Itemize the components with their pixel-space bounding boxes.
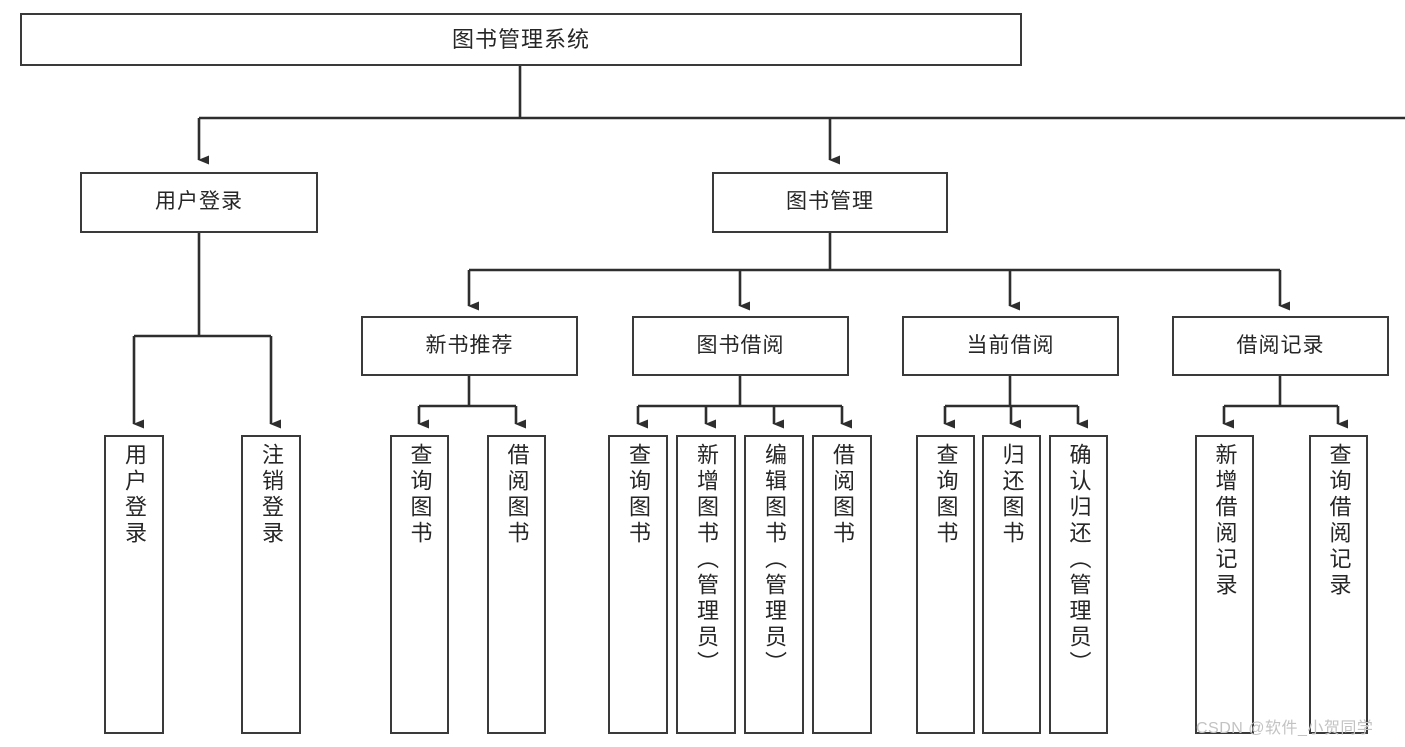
node-leaf-query-book-1[interactable]: 查询图书 <box>390 435 449 734</box>
node-leaf-return-book[interactable]: 归还图书 <box>982 435 1041 734</box>
node-leaf-query-record[interactable]: 查询借阅记录 <box>1309 435 1368 734</box>
node-new-book-rec[interactable]: 新书推荐 <box>361 316 578 376</box>
node-leaf-query-book-3[interactable]: 查询图书 <box>916 435 975 734</box>
node-book-borrow[interactable]: 图书借阅 <box>632 316 849 376</box>
node-book-borrow-label: 图书借阅 <box>696 333 785 357</box>
node-root-label: 图书管理系统 <box>451 26 590 52</box>
node-leaf-user-login[interactable]: 用户登录 <box>104 435 164 734</box>
node-leaf-query-book-1-label: 查询图书 <box>407 443 433 547</box>
node-leaf-logout-label: 注销登录 <box>259 443 284 547</box>
node-leaf-logout[interactable]: 注销登录 <box>241 435 301 734</box>
node-leaf-borrow-book-1[interactable]: 借阅图书 <box>487 435 546 734</box>
node-leaf-confirm-return-label: 确认归还（管理员） <box>1066 443 1092 677</box>
node-borrow-record-label: 借阅记录 <box>1236 333 1325 357</box>
node-leaf-borrow-book-2-label: 借阅图书 <box>830 443 855 547</box>
node-leaf-query-book-2[interactable]: 查询图书 <box>608 435 668 734</box>
node-leaf-edit-book-label: 编辑图书（管理员） <box>762 443 787 677</box>
node-leaf-borrow-book-1-label: 借阅图书 <box>504 443 530 547</box>
node-leaf-add-book[interactable]: 新增图书（管理员） <box>676 435 736 734</box>
node-leaf-edit-book[interactable]: 编辑图书（管理员） <box>744 435 804 734</box>
node-book-mgmt-label: 图书管理 <box>786 190 874 214</box>
node-leaf-borrow-book-2[interactable]: 借阅图书 <box>812 435 872 734</box>
node-leaf-add-record-label: 新增借阅记录 <box>1212 443 1238 599</box>
node-leaf-query-book-2-label: 查询图书 <box>626 443 651 547</box>
node-borrow-record[interactable]: 借阅记录 <box>1172 316 1389 376</box>
node-new-book-rec-label: 新书推荐 <box>425 333 514 357</box>
watermark: CSDN @软件_小贺同学 <box>1196 720 1374 737</box>
node-user-login[interactable]: 用户登录 <box>80 172 318 233</box>
node-current-borrow-label: 当前借阅 <box>966 333 1055 357</box>
node-current-borrow[interactable]: 当前借阅 <box>902 316 1119 376</box>
node-user-login-label: 用户登录 <box>155 190 243 214</box>
node-leaf-return-book-label: 归还图书 <box>999 443 1025 547</box>
node-leaf-query-book-3-label: 查询图书 <box>933 443 959 547</box>
node-book-mgmt[interactable]: 图书管理 <box>712 172 948 233</box>
node-leaf-add-book-label: 新增图书（管理员） <box>694 443 719 677</box>
node-root[interactable]: 图书管理系统 <box>20 13 1022 66</box>
node-leaf-user-login-label: 用户登录 <box>122 443 147 547</box>
node-leaf-add-record[interactable]: 新增借阅记录 <box>1195 435 1254 734</box>
node-leaf-confirm-return[interactable]: 确认归还（管理员） <box>1049 435 1108 734</box>
node-leaf-query-record-label: 查询借阅记录 <box>1326 443 1352 599</box>
